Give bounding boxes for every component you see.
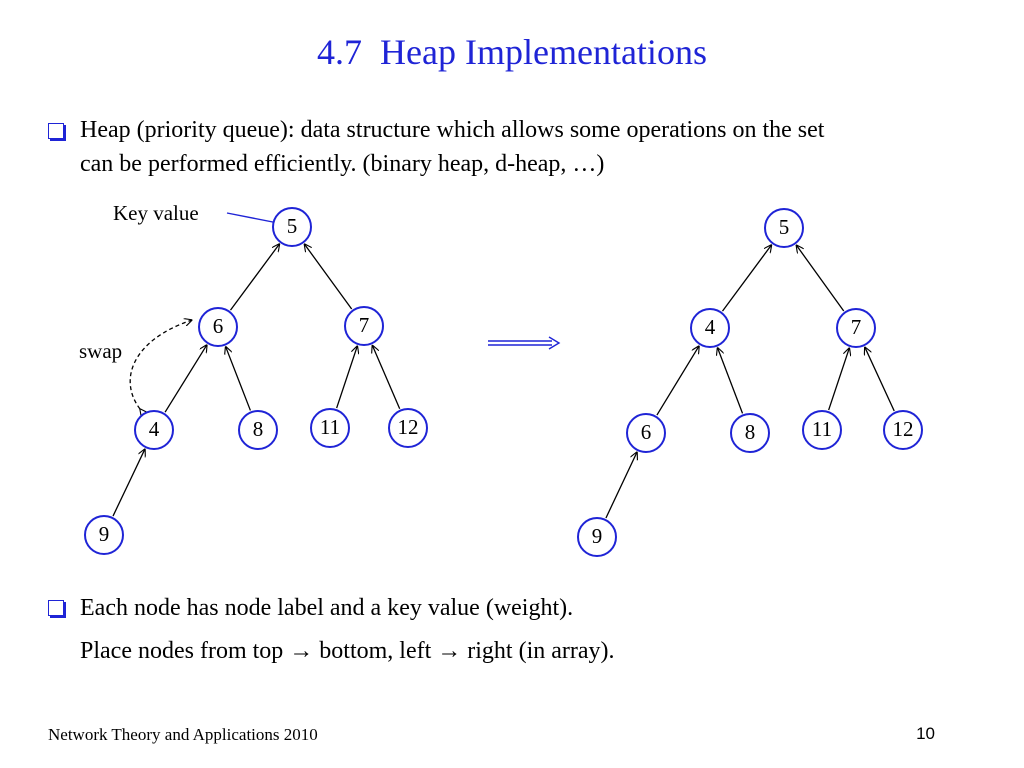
bullet-continuation-text: Place nodes from top → bottom, left → ri… [80, 638, 615, 664]
heap-node: 8 [238, 410, 278, 450]
heap-node-key: 6 [213, 314, 224, 338]
transition-arrow [488, 336, 561, 350]
heap-node: 6 [198, 307, 238, 347]
tree-nodes: 5 6 7 4 8 11 12 9 5 4 7 6 8 11 12 9 [84, 207, 923, 557]
heap-node-circle [344, 306, 384, 346]
heap-node: 12 [388, 408, 428, 448]
slide-title: 4.7 Heap Implementations [317, 32, 707, 72]
heap-node-key: 11 [812, 417, 832, 441]
tree-edge-arrow [372, 345, 401, 409]
heap-node-circle [730, 413, 770, 453]
key-value-annotation: Key value [113, 201, 199, 225]
bullet-text: Each node has node label and a key value… [80, 595, 574, 621]
heap-node-circle [84, 515, 124, 555]
heap-node: 7 [836, 308, 876, 348]
page-number: 10 [916, 724, 935, 743]
heap-node: 12 [883, 410, 923, 450]
heap-node: 9 [577, 517, 617, 557]
heap-node-circle [802, 410, 842, 450]
footer-course-title: Network Theory and Applications 2010 [48, 725, 318, 744]
swap-annotation: swap [79, 339, 123, 363]
heap-node: 4 [690, 308, 730, 348]
heap-node-key: 8 [253, 417, 264, 441]
heap-node-key: 8 [745, 420, 756, 444]
heap-node-key: 4 [705, 315, 716, 339]
tree-edge-arrow [164, 345, 207, 413]
heap-node: 4 [134, 410, 174, 450]
heap-node-key: 9 [99, 522, 110, 546]
heap-node-circle [134, 410, 174, 450]
tree-edges [112, 244, 895, 519]
heap-node-key: 4 [149, 417, 160, 441]
heap-node-circle [238, 410, 278, 450]
heap-node-circle [764, 208, 804, 248]
heap-node-circle [690, 308, 730, 348]
heap-node-key: 12 [398, 415, 419, 439]
tree-edge-arrow [229, 244, 279, 311]
heap-node: 6 [626, 413, 666, 453]
heap-node: 8 [730, 413, 770, 453]
heap-node-circle [836, 308, 876, 348]
heap-node-circle [883, 410, 923, 450]
heap-node: 5 [272, 207, 312, 247]
tree-edge-arrow [304, 244, 353, 310]
tree-edge-arrow [336, 346, 358, 409]
heap-node-key: 6 [641, 420, 652, 444]
heap-node-key: 12 [893, 417, 914, 441]
heap-node-key: 5 [779, 215, 790, 239]
heap-node-circle [577, 517, 617, 557]
checkbox-bullet-icon [48, 123, 64, 139]
heap-node-key: 5 [287, 214, 298, 238]
heap-node: 11 [802, 410, 842, 450]
tree-edge-arrow [865, 347, 895, 412]
heap-node: 7 [344, 306, 384, 346]
heap-node-circle [198, 307, 238, 347]
heap-node: 11 [310, 408, 350, 448]
heap-node-circle [272, 207, 312, 247]
swap-arrow [129, 320, 192, 409]
heap-node-circle [388, 408, 428, 448]
heap-node-circle [310, 408, 350, 448]
tree-edge-arrow [226, 347, 252, 411]
checkbox-bullet-icon [48, 600, 64, 616]
heap-node: 9 [84, 515, 124, 555]
tree-edge-arrow [717, 348, 744, 414]
heap-node-key: 11 [320, 415, 340, 439]
bullet-text: Heap (priority queue): data structure wh… [80, 117, 825, 143]
tree-edge-arrow [828, 348, 850, 411]
heap-node-key: 9 [592, 524, 603, 548]
heap-node-key: 7 [359, 313, 370, 337]
tree-edge-arrow [796, 245, 845, 312]
bullet-continuation-text: can be performed efficiently. (binary he… [80, 151, 605, 177]
tree-edge-arrow [721, 245, 771, 312]
heap-node-key: 7 [851, 315, 862, 339]
tree-edge-arrow [656, 346, 699, 416]
heap-node: 5 [764, 208, 804, 248]
heap-node-circle [626, 413, 666, 453]
tree-edge-arrow [112, 449, 145, 517]
tree-edge-arrow [605, 452, 637, 519]
